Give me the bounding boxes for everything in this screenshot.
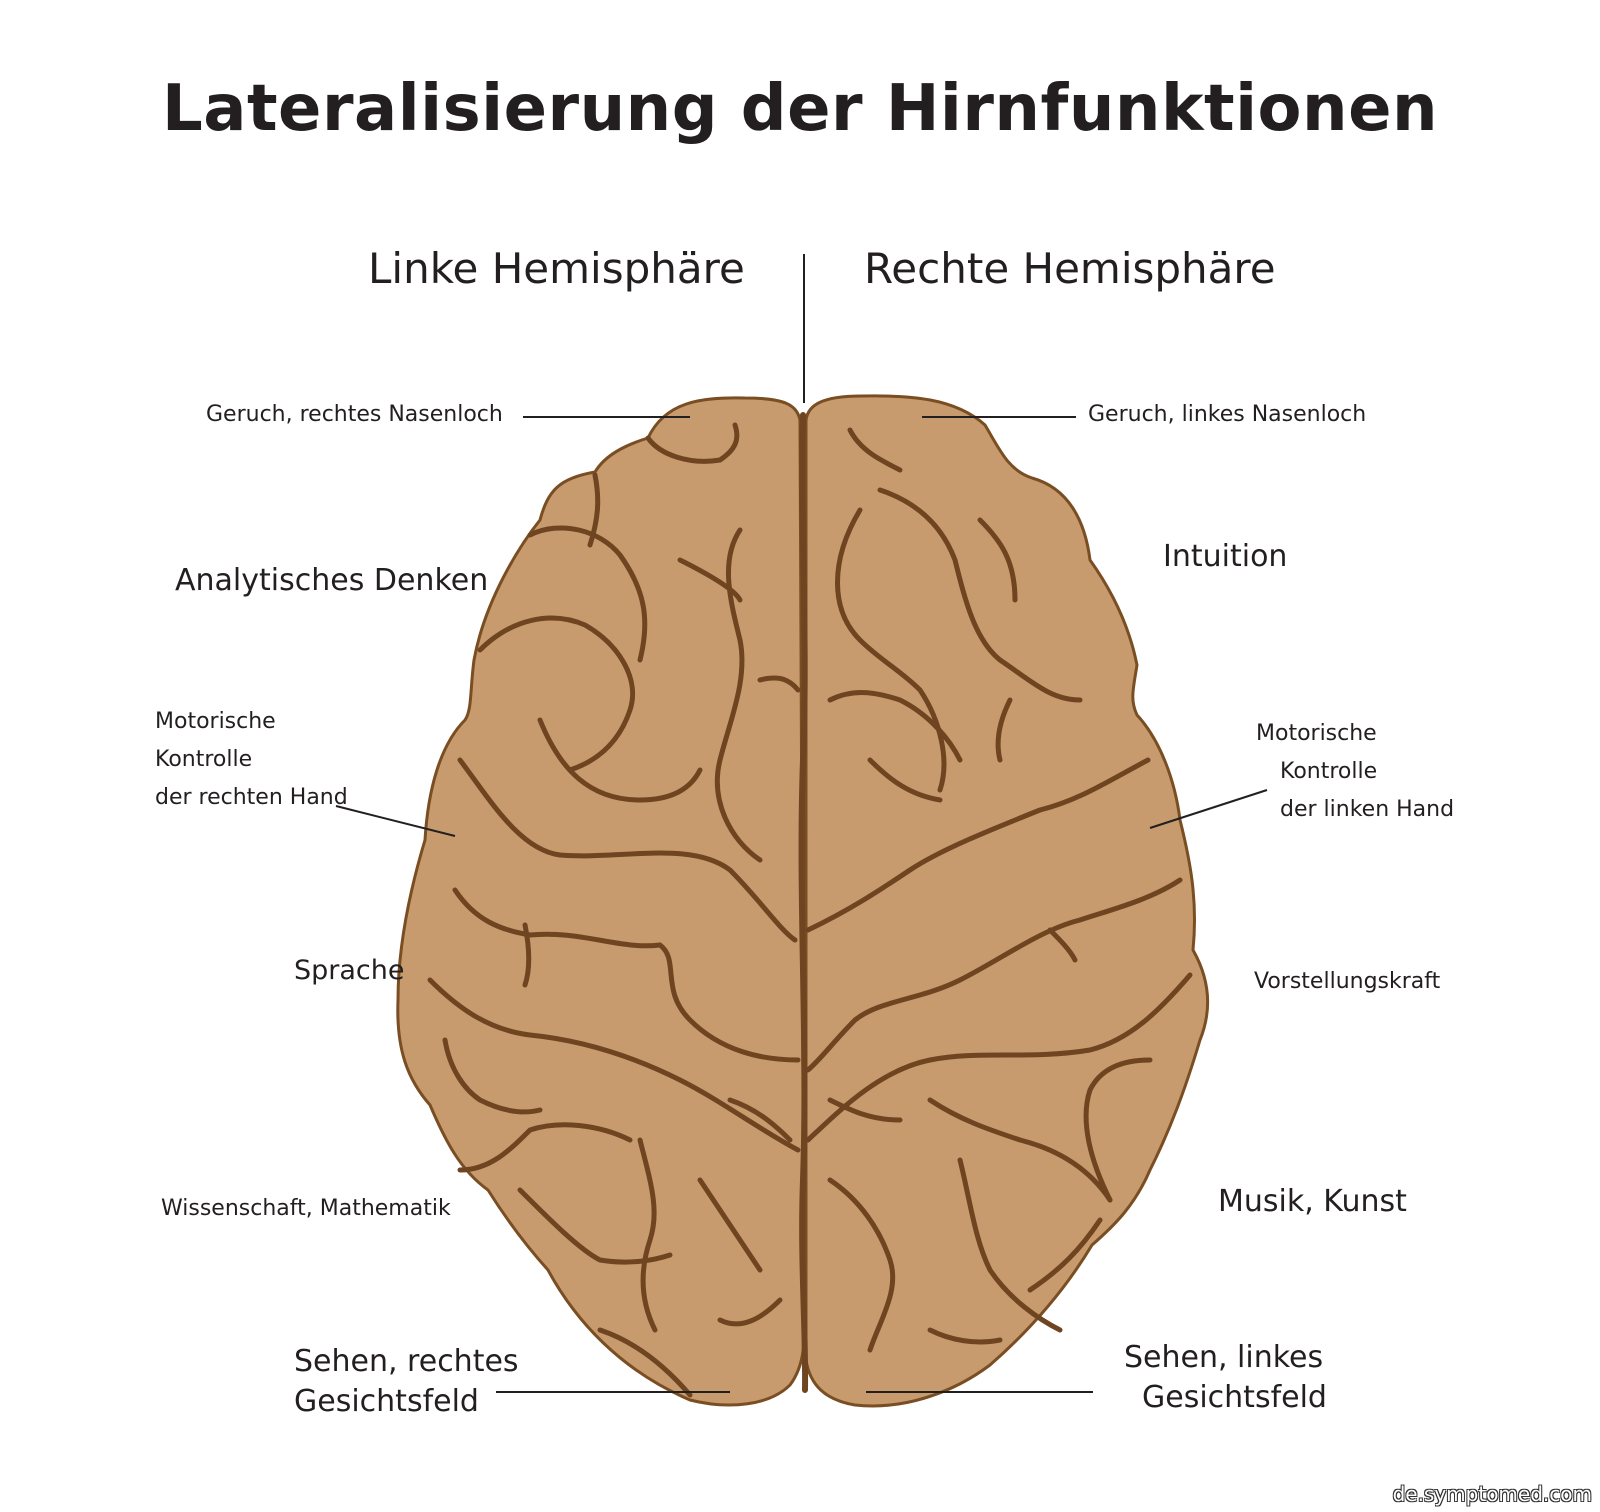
label-smell-right-nostril: Geruch, rechtes Nasenloch — [206, 402, 503, 427]
label-motor-right-line-1: Motorische — [1256, 721, 1377, 746]
leader-lines — [335, 416, 1268, 1393]
label-vision-right-line-1: Sehen, linkes — [1124, 1340, 1324, 1375]
label-motor-right-line-2: Kontrolle — [1280, 759, 1378, 784]
label-motor-left-line-2: Kontrolle — [155, 747, 253, 772]
label-imagination: Vorstellungskraft — [1254, 969, 1441, 994]
label-intuition: Intuition — [1163, 539, 1288, 574]
label-vision-left-field: Sehen, linkes Gesichtsfeld — [1124, 1338, 1327, 1418]
left-hemisphere — [396, 396, 806, 1407]
watermark: de.symptomed.com — [1392, 1482, 1592, 1506]
left-hemisphere-label: Linke Hemisphäre — [368, 244, 745, 293]
right-hemisphere — [804, 394, 1210, 1408]
label-motor-control-left-hand: Motorische Kontrolle der linken Hand — [1256, 715, 1454, 829]
label-smell-left-nostril: Geruch, linkes Nasenloch — [1088, 402, 1367, 427]
label-vision-left-line-2: Gesichtsfeld — [294, 1384, 479, 1419]
left-sulci — [427, 422, 801, 1398]
label-motor-left-line-3: der rechten Hand — [155, 785, 348, 810]
label-analytical-thinking: Analytisches Denken — [175, 563, 489, 598]
longitudinal-fissure — [798, 412, 809, 1393]
right-sulci — [805, 427, 1193, 1353]
right-hemisphere-label: Rechte Hemisphäre — [864, 244, 1276, 293]
label-motor-right-line-3: der linken Hand — [1280, 797, 1455, 822]
label-science-math: Wissenschaft, Mathematik — [161, 1196, 451, 1221]
label-vision-right-field: Sehen, rechtes Gesichtsfeld — [294, 1342, 519, 1422]
label-music-art: Musik, Kunst — [1218, 1184, 1407, 1219]
label-motor-control-right-hand: Motorische Kontrolle der rechten Hand — [155, 703, 348, 817]
label-vision-right-line-2: Gesichtsfeld — [1142, 1380, 1327, 1415]
page-title: Lateralisierung der Hirnfunktionen — [161, 72, 1439, 146]
label-motor-left-line-1: Motorische — [155, 709, 276, 734]
label-language: Sprache — [294, 955, 405, 986]
label-vision-left-line-1: Sehen, rechtes — [294, 1344, 519, 1379]
